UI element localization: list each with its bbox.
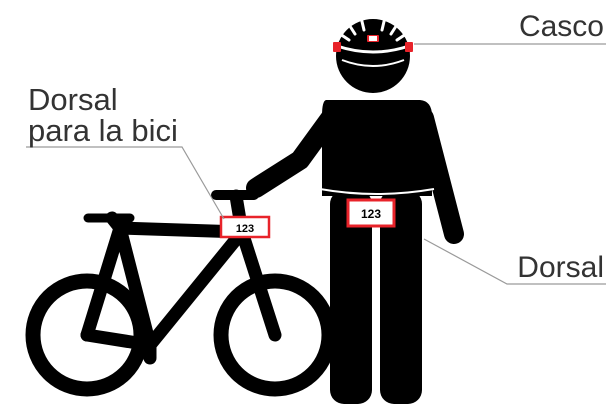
body-plate-number: 123 bbox=[361, 207, 381, 221]
body-plate-label: Dorsal bbox=[517, 251, 604, 284]
waist-belt bbox=[319, 188, 435, 195]
head bbox=[336, 19, 410, 93]
bike-plate-number: 123 bbox=[236, 223, 254, 235]
helmet-buckle bbox=[369, 36, 377, 41]
helmet-strap bbox=[336, 44, 410, 54]
left-arm bbox=[246, 106, 342, 198]
body-plate-leader-line bbox=[423, 238, 606, 285]
helmet-vents bbox=[335, 11, 411, 42]
right-arm bbox=[414, 108, 464, 244]
helmet-strap-lower bbox=[341, 59, 405, 67]
bike-front-wheel bbox=[213, 273, 337, 397]
bike-number-plate: 123 bbox=[219, 215, 271, 239]
left-leg bbox=[330, 190, 372, 404]
right-leg bbox=[380, 190, 422, 404]
torso bbox=[322, 100, 432, 196]
bike-plate-label-line1: Dorsal bbox=[28, 82, 118, 117]
bike-plate-label-line2: para la bici bbox=[28, 113, 178, 148]
body-number-plate: 123 bbox=[346, 198, 396, 228]
person bbox=[246, 11, 464, 404]
bike-plate-leader-line bbox=[26, 146, 225, 220]
bicycle bbox=[25, 189, 337, 397]
helmet-label: Casco bbox=[519, 10, 604, 43]
